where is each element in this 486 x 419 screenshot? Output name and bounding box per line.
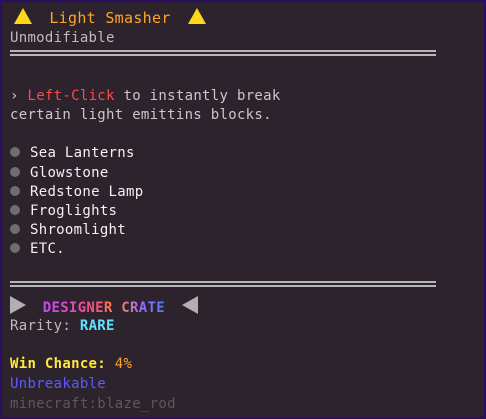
description-line-2: certain light emittins blocks. — [10, 107, 272, 123]
list-item-label: ETC. — [30, 241, 65, 257]
left-click-label: Left-Click — [27, 88, 115, 104]
bullet-icon — [10, 205, 20, 215]
divider-top — [10, 50, 436, 56]
list-item: Redstone Lamp — [10, 183, 143, 201]
bullet-icon — [10, 243, 20, 253]
list-item: Shroomlight — [10, 221, 126, 239]
unmodifiable-label: Unmodifiable — [10, 30, 115, 46]
crate-name: DESIGNER CRATE — [42, 300, 165, 316]
rarity-label: Rarity: — [10, 318, 80, 334]
bullet-icon — [10, 224, 20, 234]
list-item-label: Glowstone — [30, 165, 109, 181]
description-arrow: › — [10, 88, 19, 104]
rarity-value: RARE — [79, 318, 115, 334]
warning-triangle-icon — [14, 8, 32, 24]
list-item-label: Sea Lanterns — [30, 145, 135, 161]
triangle-right-icon — [10, 296, 26, 314]
list-item: Sea Lanterns — [10, 144, 135, 162]
triangle-left-icon — [181, 296, 198, 314]
item-id: minecraft:blaze_rod — [10, 396, 176, 412]
list-item: Froglights — [10, 202, 117, 220]
list-item: Glowstone — [10, 164, 109, 182]
crate-row: DESIGNER CRATE — [10, 296, 198, 317]
rarity-row: Rarity: RARE — [10, 317, 115, 335]
win-chance-value: 4% — [114, 356, 133, 372]
item-title: Light Smasher — [49, 9, 171, 27]
description-line-1: › Left-Click to instantly break — [10, 87, 281, 105]
list-item: ETC. — [10, 240, 65, 258]
bullet-icon — [10, 186, 20, 196]
warning-triangle-icon — [188, 8, 206, 24]
unbreakable-label: Unbreakable — [10, 376, 107, 392]
title-row: Light Smasher — [14, 8, 206, 27]
bullet-icon — [10, 147, 20, 157]
divider-bottom — [10, 281, 436, 287]
list-item-label: Froglights — [30, 203, 118, 219]
list-item-label: Shroomlight — [30, 222, 127, 238]
win-chance-label: Win Chance: — [10, 356, 115, 372]
win-chance-row: Win Chance: 4% — [10, 355, 132, 373]
bullet-icon — [10, 167, 20, 177]
list-item-label: Redstone Lamp — [30, 184, 144, 200]
description-rest-1: to instantly break — [114, 88, 281, 104]
